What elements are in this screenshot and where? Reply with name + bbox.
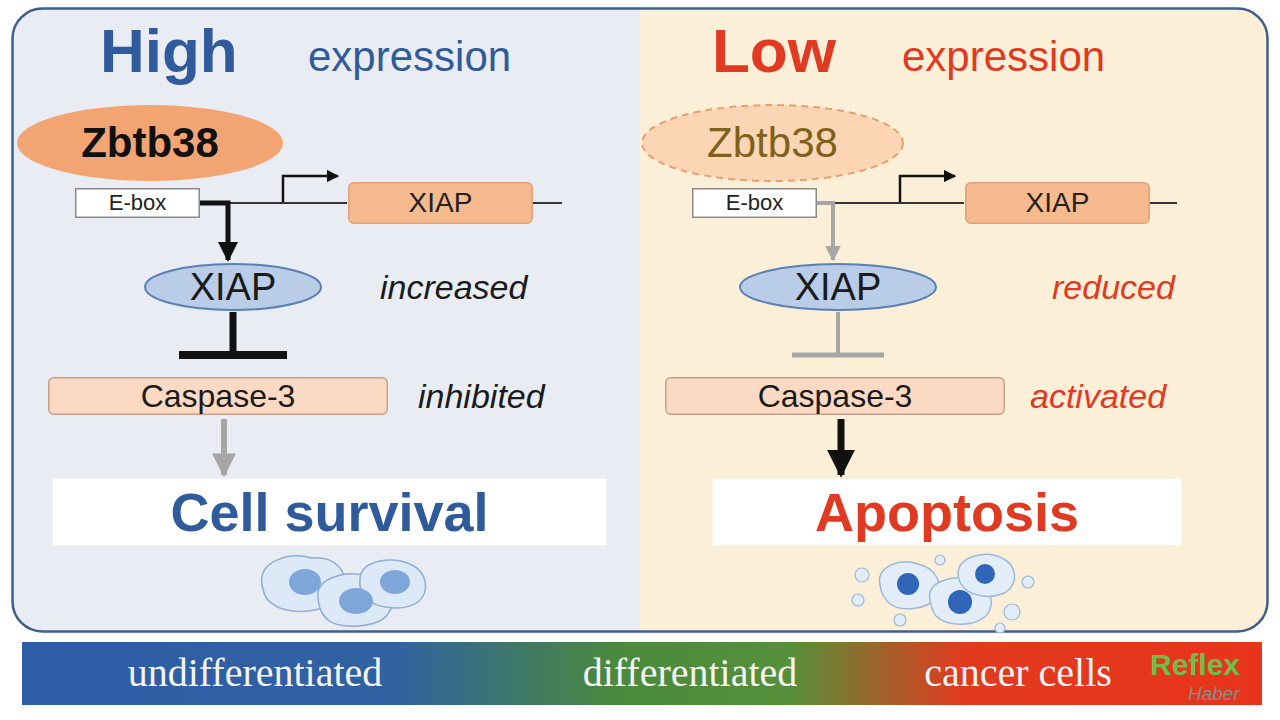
arrow-connector xyxy=(817,203,964,204)
gene-box: XIAP xyxy=(965,182,1150,224)
node-label: Apoptosis xyxy=(815,485,1079,539)
connector-line xyxy=(817,203,833,260)
connector-line xyxy=(836,312,840,355)
protein-ellipse: Zbtb38 xyxy=(640,103,905,183)
gradient-band: undifferentiated differentiated cancer cel… xyxy=(22,642,1262,705)
condition-panel: Zbtb38E-boxXIAPXIAPCaspase-3ApoptosisLow… xyxy=(640,8,1268,632)
band-text: undifferentiated xyxy=(128,653,383,693)
left-panel-ground xyxy=(13,9,640,631)
node-label: XIAP xyxy=(409,189,473,217)
enzyme-box: Caspase-3 xyxy=(48,377,388,415)
connector-line xyxy=(200,202,347,204)
node-label: E-box xyxy=(726,192,783,214)
connector-line xyxy=(838,419,845,475)
band-text: differentiated xyxy=(583,653,798,693)
gene-box: XIAP xyxy=(348,182,533,224)
watermark: Haber xyxy=(1188,684,1240,703)
tss-arrow xyxy=(283,176,338,203)
panel-subheading: expression xyxy=(308,36,511,78)
node-label: XIAP xyxy=(795,268,882,306)
inhibition-bar xyxy=(792,353,884,358)
arrow-connector xyxy=(200,203,347,204)
node-label: E-box xyxy=(109,192,166,214)
inhibition-bar xyxy=(179,351,287,359)
node-label: Caspase-3 xyxy=(758,380,913,412)
state-label: activated xyxy=(1030,379,1166,413)
apoptotic-cells xyxy=(852,554,1034,633)
node-label: XIAP xyxy=(1026,189,1090,217)
outcome-box: Cell survival xyxy=(52,478,607,546)
panel-subheading: expression xyxy=(902,36,1105,78)
connector-line xyxy=(230,312,237,355)
node-label: Cell survival xyxy=(170,485,488,539)
arrow-connector xyxy=(817,203,833,260)
state-label: increased xyxy=(380,270,527,304)
panel-heading: Low xyxy=(712,20,836,82)
enzyme-box: Caspase-3 xyxy=(665,377,1005,415)
gene-line-stub xyxy=(533,202,562,204)
arrow-connector xyxy=(200,203,228,260)
node-label: Zbtb38 xyxy=(707,122,838,164)
node-label: Zbtb38 xyxy=(81,122,219,164)
state-label: inhibited xyxy=(418,379,545,413)
connector-line xyxy=(200,203,228,260)
healthy-cells xyxy=(262,556,426,626)
node-label: XIAP xyxy=(190,268,277,306)
tss-arrow xyxy=(900,176,955,203)
arrow-connector xyxy=(224,419,225,475)
connector-line xyxy=(817,202,964,204)
protein-ellipse: XIAP xyxy=(738,262,938,312)
panel-outline xyxy=(13,9,1268,632)
promoter-box: E-box xyxy=(75,188,200,218)
right-panel-ground xyxy=(640,9,1267,631)
inhibition-connector xyxy=(179,312,287,355)
band-text: cancer cells xyxy=(924,653,1112,693)
condition-panel: Zbtb38E-boxXIAPXIAPCaspase-3Cell surviva… xyxy=(12,8,640,632)
watermark: Reflex xyxy=(1150,650,1240,680)
connector-line xyxy=(221,419,227,475)
gene-line-stub xyxy=(1150,202,1177,204)
outcome-box: Apoptosis xyxy=(712,478,1182,546)
protein-ellipse: XIAP xyxy=(143,262,323,312)
state-label: reduced xyxy=(1052,270,1175,304)
node-label: Caspase-3 xyxy=(141,380,296,412)
arrow-connector xyxy=(841,419,842,475)
inhibition-connector xyxy=(792,312,884,355)
promoter-box: E-box xyxy=(692,188,817,218)
protein-ellipse: Zbtb38 xyxy=(15,103,285,183)
panel-heading: High xyxy=(100,20,238,82)
